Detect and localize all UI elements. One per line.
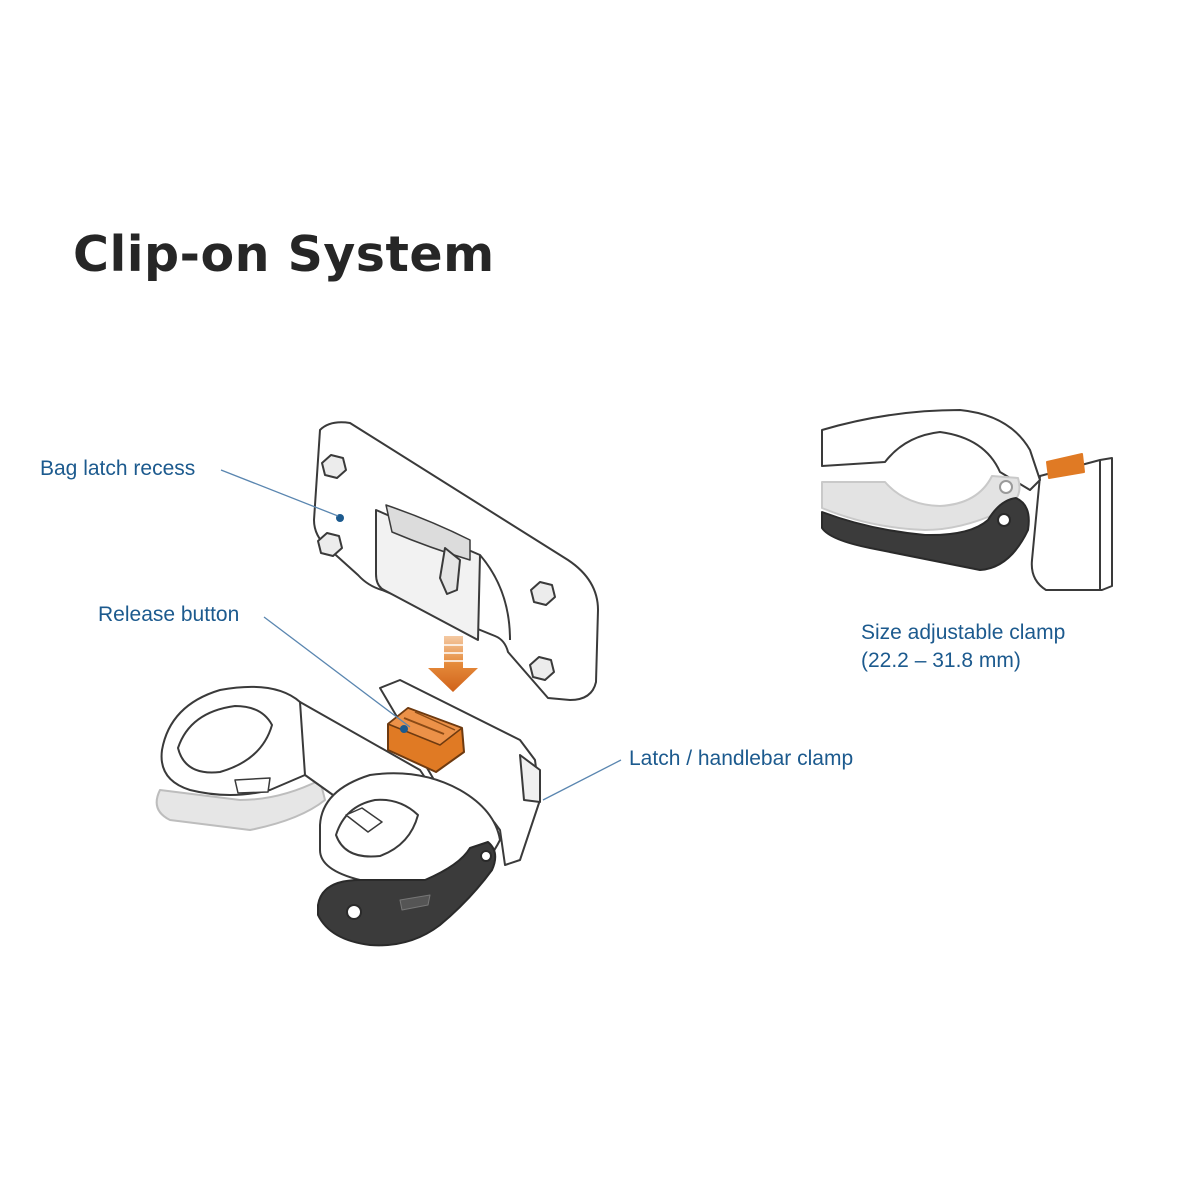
bag-latch-plate <box>313 421 599 701</box>
release-pointer-dot <box>400 725 408 733</box>
latch-handlebar-clamp-label: Latch / handlebar clamp <box>629 747 854 770</box>
release-button-label: Release button <box>98 603 240 626</box>
recess-leader-line <box>220 469 339 517</box>
size-adjustable-clamp <box>821 409 1113 591</box>
clamp-range-label: (22.2 – 31.8 mm) <box>861 649 1021 672</box>
bag-latch-recess-label: Bag latch recess <box>40 457 196 480</box>
latch-leader-line <box>542 759 622 801</box>
release-leader-line <box>263 616 411 728</box>
page-title: Clip-on System <box>73 226 495 283</box>
size-adjustable-clamp-label: Size adjustable clamp <box>861 621 1066 644</box>
handlebar-clamp-assembly <box>155 679 541 947</box>
down-arrow-icon <box>428 636 478 692</box>
